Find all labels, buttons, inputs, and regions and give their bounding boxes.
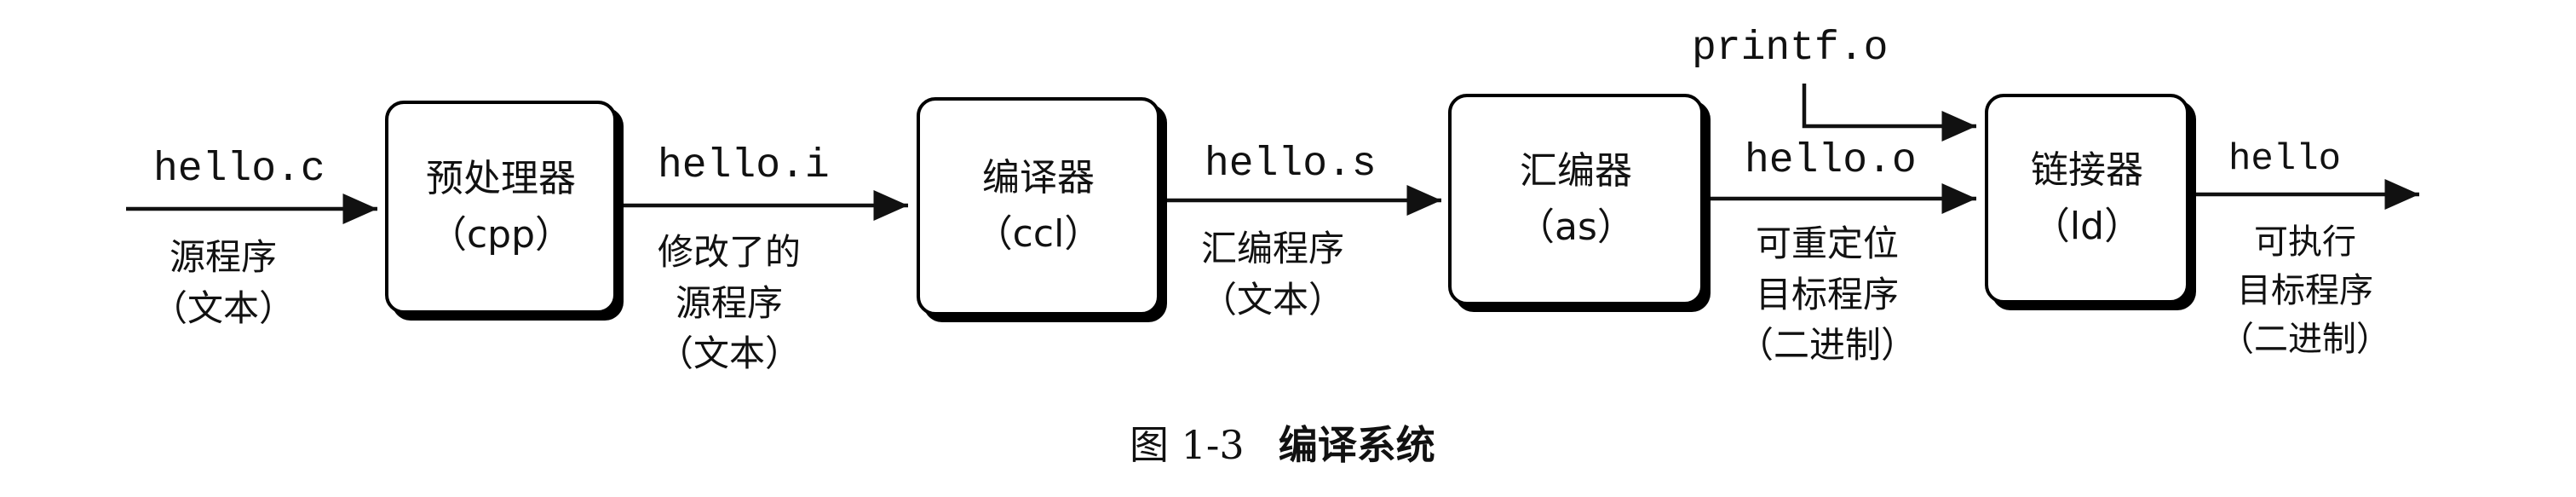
desc-hello-s-line-2: （文本） xyxy=(1201,278,1345,321)
arrow-printf-o-to-linker xyxy=(1802,84,1976,142)
desc-hello-i-line-1: 修改了的 xyxy=(658,231,802,273)
figure-number: 图 1-3 xyxy=(1130,422,1245,468)
linker-box: 链接器 （ld） xyxy=(1985,94,2189,303)
desc-hello-o: 可重定位 目标程序 （二进制） xyxy=(1738,218,1917,371)
figure-title: 编译系统 xyxy=(1278,422,1435,468)
desc-hello-line-3: （二进制） xyxy=(2220,319,2390,359)
desc-hello-o-line-1: 可重定位 xyxy=(1756,222,1900,264)
desc-hello-i-line-2: 源程序 xyxy=(676,281,784,324)
file-label-hello-s: hello.s xyxy=(1205,142,1377,188)
desc-hello-c-line-2: （文本） xyxy=(152,286,296,329)
file-label-hello-i: hello.i xyxy=(658,143,830,189)
desc-hello-s-line-1: 汇编程序 xyxy=(1201,228,1345,269)
desc-hello-s: 汇编程序 （文本） xyxy=(1201,223,1344,325)
desc-hello-o-line-2: 目标程序 xyxy=(1756,273,1900,315)
desc-hello-i-line-3: （文本） xyxy=(658,332,802,375)
file-label-hello: hello xyxy=(2228,138,2342,181)
preprocessor-box: 预处理器 （cpp） xyxy=(385,101,617,314)
assembler-title: 汇编器 xyxy=(1520,149,1632,193)
file-label-hello-c: hello.c xyxy=(153,147,325,193)
figure-caption: 图 1-3 编译系统 xyxy=(1130,414,1469,471)
file-label-hello-o: hello.o xyxy=(1745,138,1917,184)
assembler-box: 汇编器 （as） xyxy=(1448,94,1704,305)
compiler-box: 编译器 （ccl） xyxy=(917,97,1160,315)
desc-hello-c: 源程序 （文本） xyxy=(152,232,295,333)
compiler-title: 编译器 xyxy=(982,156,1095,199)
linker-command: （ld） xyxy=(2032,205,2142,248)
desc-hello-c-line-1: 源程序 xyxy=(170,236,278,278)
desc-hello-o-line-3: （二进制） xyxy=(1738,324,1918,367)
desc-hello-line-2: 目标程序 xyxy=(2237,270,2373,310)
desc-hello-i: 修改了的 源程序 （文本） xyxy=(658,227,801,379)
preprocessor-title: 预处理器 xyxy=(426,157,576,200)
desc-hello: 可执行 目标程序 （二进制） xyxy=(2220,218,2390,363)
file-label-printf-o: printf.o xyxy=(1692,26,1889,72)
preprocessor-command: （cpp） xyxy=(428,213,573,257)
desc-hello-line-1: 可执行 xyxy=(2254,222,2356,262)
linker-title: 链接器 xyxy=(2031,148,2143,192)
compiler-command: （ccl） xyxy=(975,212,1102,256)
assembler-command: （as） xyxy=(1517,205,1635,249)
